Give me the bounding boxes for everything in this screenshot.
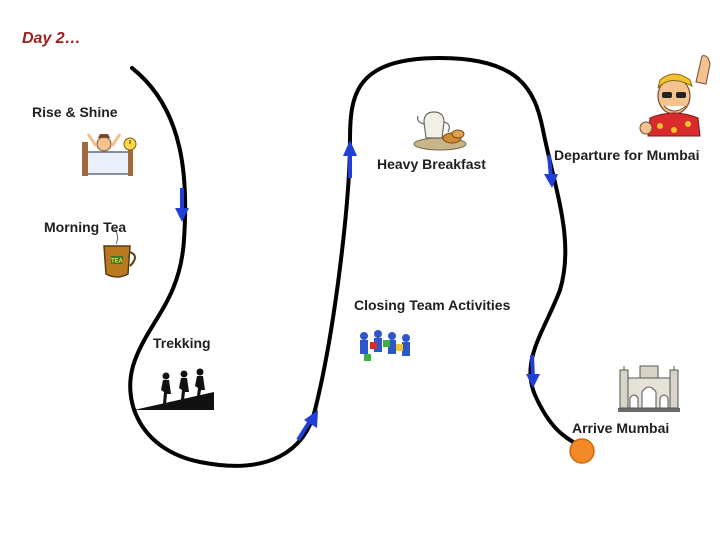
label-closing-team-activities: Closing Team Activities [354, 297, 511, 313]
label-arrive-mumbai: Arrive Mumbai [572, 420, 670, 436]
arrow-down-1 [175, 188, 189, 222]
hikers-silhouette-icon [134, 368, 214, 410]
page-title: Day 2… [22, 30, 81, 47]
puzzle-team-icon [360, 330, 410, 361]
waving-man-icon [639, 55, 711, 137]
arrow-down-3 [526, 354, 540, 388]
breakfast-tray-icon [413, 111, 467, 151]
journey-path [128, 55, 587, 468]
label-morning-tea: Morning Tea [44, 219, 127, 235]
tea-cup-icon: TEA [103, 227, 136, 278]
person-waking-up-icon [82, 133, 137, 176]
label-trekking: Trekking [153, 335, 211, 351]
tea-brand-label: TEA [111, 259, 124, 265]
label-departure-for-mumbai: Departure for Mumbai [554, 147, 700, 163]
label-rise-and-shine: Rise & Shine [32, 104, 118, 120]
arrow-down-2 [544, 154, 558, 188]
arrow-up-1 [343, 140, 357, 178]
label-heavy-breakfast: Heavy Breakfast [377, 156, 486, 172]
gateway-of-india-icon [618, 365, 680, 412]
arrival-marker [569, 438, 595, 464]
arrow-up-2 [296, 410, 318, 442]
